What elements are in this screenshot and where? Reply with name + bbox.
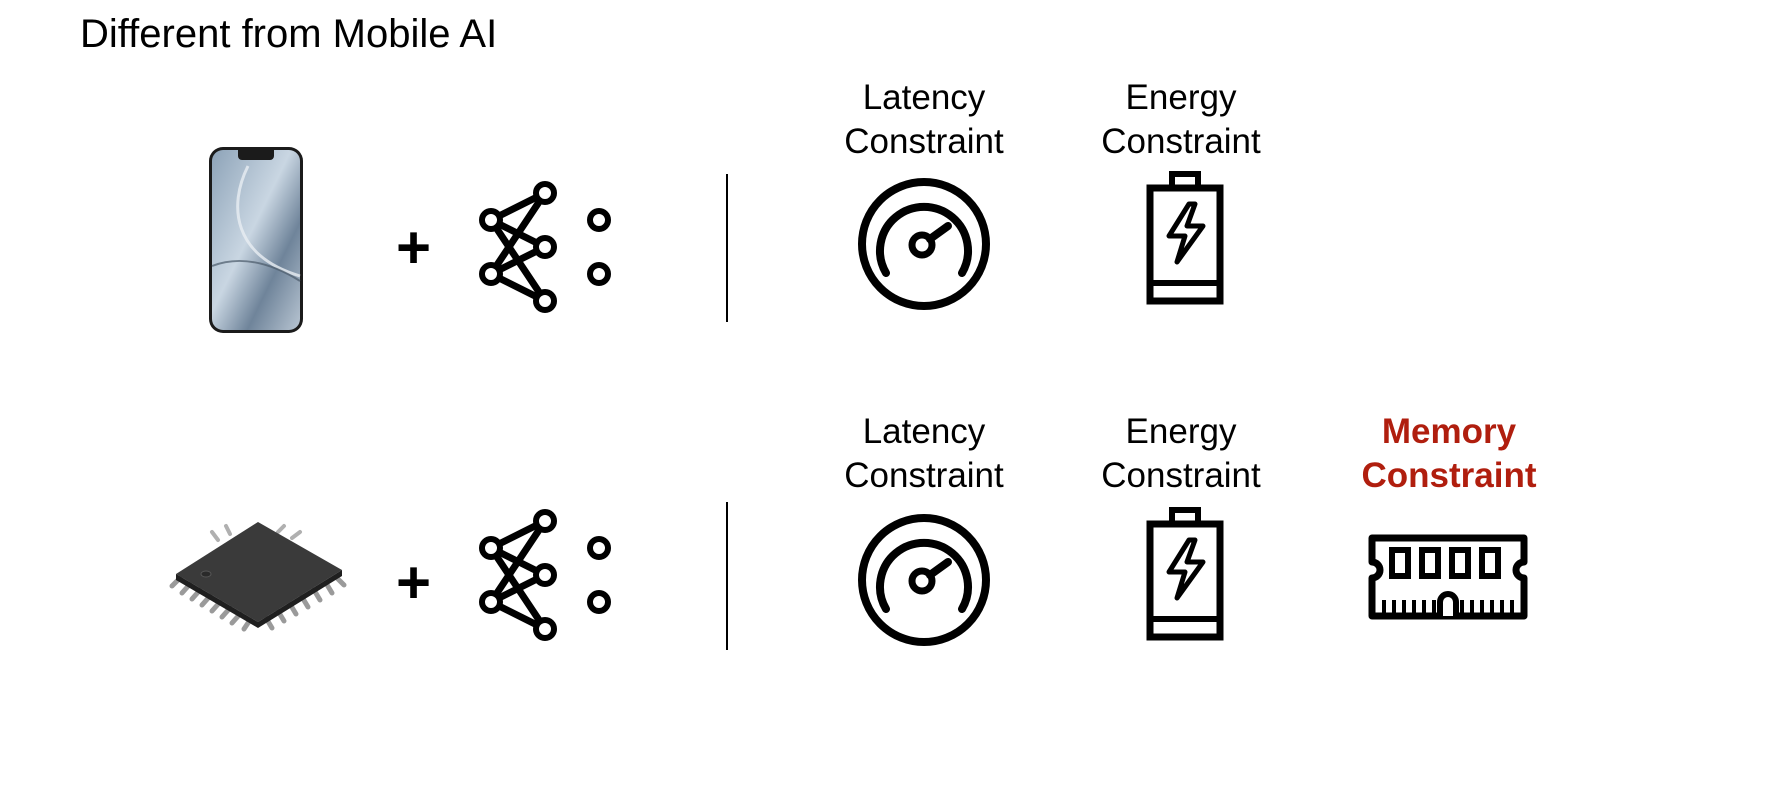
vertical-divider bbox=[726, 174, 728, 322]
energy-constraint-label: Energy Constraint bbox=[1051, 410, 1311, 498]
memory-constraint-label: Memory Constraint bbox=[1318, 410, 1580, 498]
plus-sign: + bbox=[396, 214, 432, 281]
memory-module-icon bbox=[1368, 534, 1528, 620]
label-line2: Constraint bbox=[844, 122, 1004, 161]
latency-constraint-label: Latency Constraint bbox=[794, 76, 1054, 164]
label-line2: Constraint bbox=[1101, 456, 1261, 495]
slide-title: Different from Mobile AI bbox=[80, 12, 498, 56]
label-line1: Memory bbox=[1381, 412, 1517, 451]
battery-icon bbox=[1146, 507, 1224, 641]
speedometer-icon bbox=[858, 514, 990, 646]
latency-constraint-label: Latency Constraint bbox=[794, 410, 1054, 498]
label-line2: Constraint bbox=[844, 456, 1004, 495]
plus-sign: + bbox=[396, 549, 432, 616]
speedometer-icon bbox=[858, 178, 990, 310]
label-line1: Energy bbox=[1125, 412, 1237, 451]
neural-network-icon bbox=[479, 509, 611, 641]
vertical-divider bbox=[726, 502, 728, 650]
energy-constraint-label: Energy Constraint bbox=[1051, 76, 1311, 164]
label-line2: Constraint bbox=[1361, 456, 1537, 495]
label-line1: Latency bbox=[862, 412, 986, 451]
neural-network-icon bbox=[479, 181, 611, 313]
label-line2: Constraint bbox=[1101, 122, 1261, 161]
label-line1: Latency bbox=[862, 78, 986, 117]
smartphone-icon bbox=[209, 147, 303, 333]
label-line1: Energy bbox=[1125, 78, 1237, 117]
battery-icon bbox=[1146, 171, 1224, 305]
microcontroller-chip-icon bbox=[169, 522, 347, 632]
